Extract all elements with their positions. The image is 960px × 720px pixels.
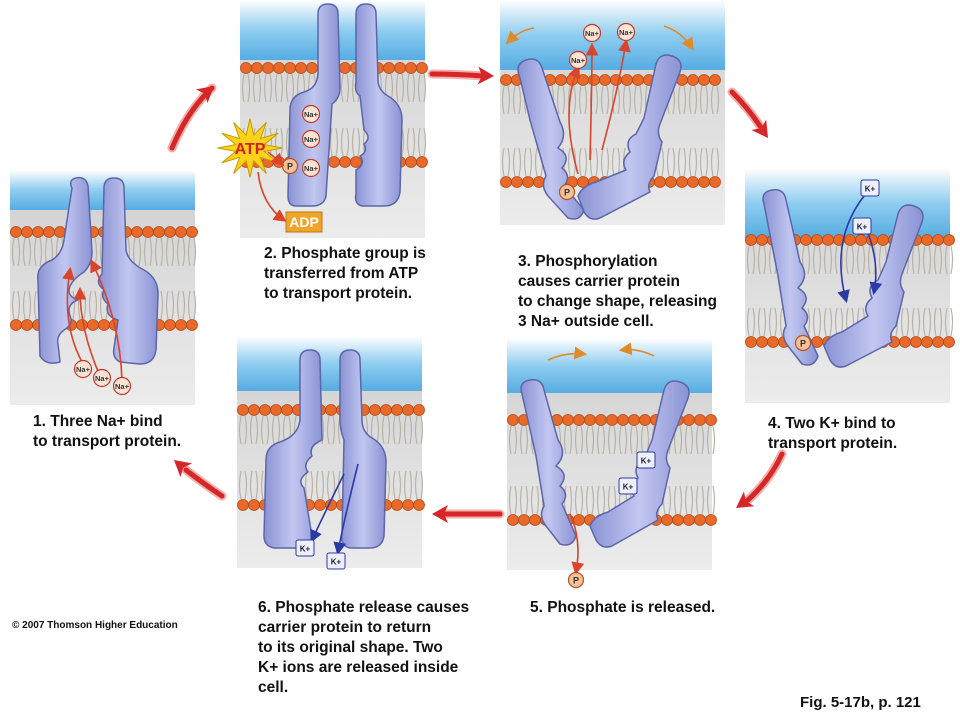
svg-text:P: P	[287, 162, 293, 172]
na-release-path-2	[585, 42, 599, 161]
cycle-arrowhead	[477, 66, 494, 85]
protein-left-subunit	[762, 188, 819, 366]
svg-text:Na+: Na+	[304, 110, 319, 119]
phosphate-group: P	[558, 183, 576, 201]
figure-reference: Fig. 5-17b, p. 121	[800, 694, 921, 711]
shape-change-arrow-left	[505, 27, 535, 45]
k-ion: K+	[636, 451, 656, 469]
caption-step6: 6. Phosphate release causes carrier prot…	[258, 599, 470, 696]
na-ion: Na+	[616, 22, 636, 42]
protein-right-subunit	[577, 54, 682, 220]
protein-left-subunit	[517, 58, 585, 220]
panel-step1: Na+ Na+ Na+	[10, 170, 198, 405]
na-path-3	[90, 259, 123, 381]
k-ion: K+	[860, 179, 880, 197]
na-ion: Na+	[112, 376, 132, 396]
na-release-path-1	[568, 65, 581, 175]
cycle-arrowhead	[174, 460, 193, 478]
svg-text:P: P	[573, 576, 579, 586]
panel-step5: K+ K+ P	[507, 338, 717, 589]
k-ion: K+	[852, 217, 872, 235]
svg-text:K+: K+	[623, 483, 634, 492]
svg-text:Na+: Na+	[95, 374, 110, 383]
svg-text:Na+: Na+	[115, 382, 130, 391]
cycle-arrowhead	[751, 119, 768, 138]
protein-left-subunit	[520, 378, 577, 546]
caption-step1: 1. Three Na+ bind to transport protein.	[33, 413, 182, 450]
cycle-arrow-3-to-4	[727, 87, 765, 131]
svg-text:Na+: Na+	[304, 164, 319, 173]
cycle-arrowhead	[736, 491, 755, 508]
na-ion: Na+	[582, 23, 602, 43]
na-path-2	[73, 286, 101, 377]
protein-left-subunit	[263, 349, 323, 549]
svg-text:ADP: ADP	[289, 214, 319, 230]
k-release-path-1	[310, 473, 345, 543]
na-ion: Na+	[73, 359, 93, 379]
svg-text:K+: K+	[331, 558, 342, 567]
shape-return-arrow-right	[618, 342, 655, 357]
cycle-arrowhead	[432, 505, 448, 523]
shape-return-arrow-left	[547, 346, 588, 361]
cycle-arrow-4-to-5	[743, 449, 787, 505]
svg-text:Na+: Na+	[76, 365, 91, 374]
na-ion: Na+	[301, 158, 321, 178]
svg-text:K+: K+	[641, 457, 652, 466]
svg-text:Na+: Na+	[571, 56, 586, 65]
k-ion: K+	[618, 477, 638, 495]
cycle-arrowhead	[195, 86, 214, 104]
panel-step4: P K+ K+	[745, 168, 955, 403]
phosphate-group: P	[281, 157, 299, 175]
atp-burst: ATP	[217, 118, 283, 178]
panel-step2: Na+ Na+ Na+ P ATP ADP	[217, 0, 428, 238]
copyright-text: © 2007 Thomson Higher Education	[12, 620, 178, 631]
svg-text:K+: K+	[865, 185, 876, 194]
atp-to-adp-arrow	[257, 171, 287, 222]
protein-right-subunit	[354, 3, 403, 207]
shape-change-arrow-right	[663, 25, 694, 51]
svg-text:P: P	[800, 339, 806, 349]
phosphate-release-path	[569, 513, 585, 576]
phosphate-group: P	[794, 334, 812, 352]
cycle-arrow-2-to-3	[427, 69, 489, 81]
svg-text:Na+: Na+	[585, 29, 600, 38]
k-ion: K+	[326, 552, 346, 570]
caption-step4: 4. Two K+ bind to transport protein.	[768, 415, 898, 452]
na-ion: Na+	[92, 368, 112, 388]
svg-text:P: P	[564, 188, 570, 198]
cycle-arrow-6-to-1	[181, 465, 227, 501]
k-release-path-2	[333, 463, 359, 556]
na-ion: Na+	[568, 50, 588, 70]
svg-text:K+: K+	[857, 223, 868, 232]
k-bind-path-1	[837, 195, 865, 304]
protein-left-subunit	[287, 3, 341, 207]
phosphate-group: P	[567, 571, 585, 589]
na-ion: Na+	[301, 129, 321, 149]
na-release-path-3	[601, 38, 631, 151]
svg-text:K+: K+	[300, 545, 311, 554]
caption-step5: 5. Phosphate is released.	[530, 599, 716, 616]
adp-box: ADP	[285, 211, 323, 233]
caption-step2: 2. Phosphate group is transferred from A…	[264, 245, 426, 302]
svg-text:Na+: Na+	[619, 28, 634, 37]
svg-text:ATP: ATP	[235, 141, 266, 158]
caption-step3: 3. Phosphorylation causes carrier protei…	[518, 253, 717, 330]
panel-step3: P Na+ Na+ Na+	[500, 0, 725, 225]
svg-text:Na+: Na+	[304, 135, 319, 144]
k-ion: K+	[295, 539, 315, 557]
panel-step6: K+ K+	[237, 336, 425, 570]
atp-to-p-arrow	[267, 151, 285, 167]
na-ion: Na+	[301, 104, 321, 124]
